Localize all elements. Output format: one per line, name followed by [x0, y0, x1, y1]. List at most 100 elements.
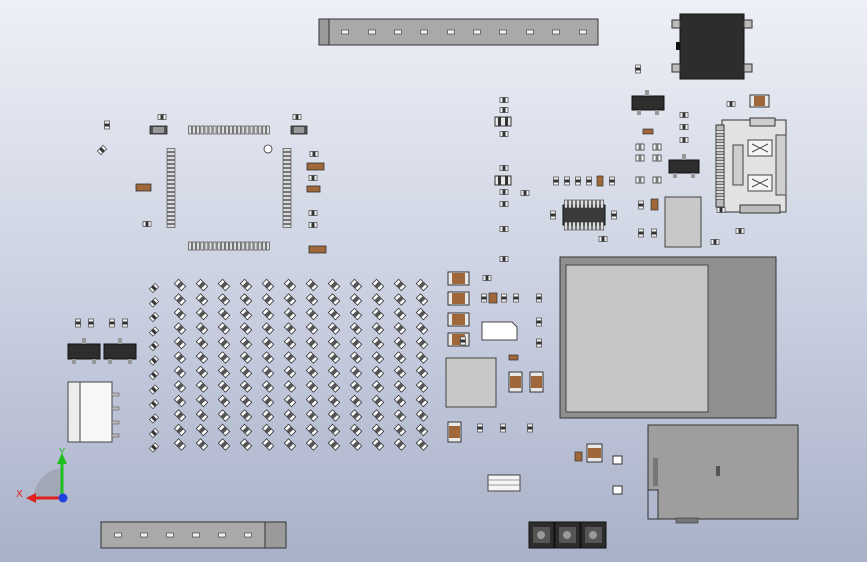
matrix-led — [349, 293, 363, 306]
y-axis-label: Y — [58, 447, 66, 458]
qfp-pin — [257, 241, 262, 251]
qfp-pin — [233, 125, 237, 135]
qfp-pin — [192, 241, 196, 251]
soic-pin — [584, 199, 588, 209]
transistor-left-2[interactable] — [103, 318, 137, 364]
qfp-pin — [166, 148, 176, 152]
matrix-led — [393, 409, 407, 422]
matrix-led — [217, 409, 231, 422]
matrix-led — [261, 409, 275, 422]
matrix-led — [305, 409, 319, 422]
qfp-pin — [249, 125, 254, 135]
usb-pin — [715, 154, 725, 158]
matrix-led — [217, 307, 231, 321]
qfp-pin — [225, 241, 229, 251]
soic-pin — [576, 221, 580, 231]
qfp-pin — [282, 160, 292, 164]
matrix-led — [349, 278, 363, 292]
qfp-pin — [188, 125, 192, 135]
matrix-led — [195, 278, 209, 292]
tactile-buttons[interactable] — [528, 521, 607, 549]
matrix-led — [239, 365, 253, 379]
soic-pin — [588, 221, 592, 231]
matrix-led — [371, 423, 385, 437]
sd-card-slot[interactable] — [647, 424, 799, 524]
ic-cluster[interactable] — [550, 175, 617, 242]
soic-pin — [584, 221, 588, 231]
middle-passives[interactable] — [445, 97, 544, 492]
qfp-pin — [282, 216, 292, 220]
qfp-pin — [196, 125, 200, 135]
soic-pin — [580, 199, 584, 209]
matrix-led — [371, 307, 385, 321]
matrix-led — [173, 409, 187, 422]
qfp-pin — [282, 148, 292, 152]
matrix-resistor — [148, 413, 160, 424]
matrix-led — [371, 278, 385, 292]
matrix-led — [371, 380, 385, 393]
matrix-led — [261, 365, 275, 379]
matrix-led — [415, 351, 429, 364]
qfp-pin — [245, 125, 250, 135]
matrix-led — [283, 423, 297, 437]
matrix-led — [393, 438, 407, 451]
power-parts[interactable] — [631, 13, 770, 248]
qfp-pin — [282, 192, 292, 196]
transistor-left-1[interactable] — [67, 318, 101, 364]
matrix-led — [415, 409, 429, 422]
usb-connector[interactable] — [715, 117, 787, 214]
header-connector-bottom[interactable] — [100, 521, 287, 549]
matrix-led — [283, 438, 297, 451]
mcu-support-parts[interactable] — [96, 114, 327, 254]
matrix-led — [349, 322, 363, 335]
qfp-pin — [166, 152, 176, 156]
matrix-led — [371, 365, 385, 379]
matrix-led — [415, 365, 429, 379]
matrix-led — [173, 438, 187, 451]
qfp-pin — [282, 152, 292, 156]
qfp-pin — [200, 241, 205, 251]
qfp-pin — [166, 164, 176, 168]
matrix-led — [327, 278, 341, 292]
qfp-pin — [166, 160, 176, 164]
jst-connector-left[interactable] — [67, 381, 120, 443]
usb-pin — [715, 184, 725, 188]
matrix-led — [283, 322, 297, 335]
header-connector-top[interactable] — [318, 18, 599, 46]
qfp-pin — [204, 125, 209, 135]
matrix-led — [393, 307, 407, 321]
matrix-led — [283, 409, 297, 422]
matrix-led — [305, 307, 319, 321]
matrix-led — [371, 394, 385, 408]
qfp-pin — [166, 224, 176, 228]
led-matrix[interactable] — [148, 278, 429, 453]
qfp-pin — [282, 200, 292, 204]
soic-pin — [576, 199, 580, 209]
sd-support-parts[interactable] — [574, 443, 623, 495]
qfp-microcontroller[interactable] — [166, 125, 292, 251]
matrix-led — [349, 351, 363, 364]
matrix-led — [283, 351, 297, 364]
matrix-led — [327, 423, 341, 437]
matrix-resistor — [148, 282, 160, 294]
matrix-led — [349, 380, 363, 393]
matrix-led — [283, 307, 297, 321]
matrix-led — [415, 380, 429, 393]
matrix-led — [327, 336, 341, 350]
qfp-pin — [282, 208, 292, 212]
matrix-led — [283, 365, 297, 379]
qfp-pin — [166, 196, 176, 200]
usb-pin — [715, 160, 725, 164]
matrix-led — [283, 394, 297, 408]
qfp-pin — [249, 241, 254, 251]
qfp-pin — [237, 241, 241, 251]
qfp-pin — [282, 180, 292, 184]
matrix-led — [195, 394, 209, 408]
qfp-pin — [166, 220, 176, 224]
matrix-led — [327, 293, 341, 306]
qfp-pin — [233, 241, 237, 251]
soic-pin — [572, 221, 576, 231]
wifi-module[interactable] — [559, 256, 777, 419]
